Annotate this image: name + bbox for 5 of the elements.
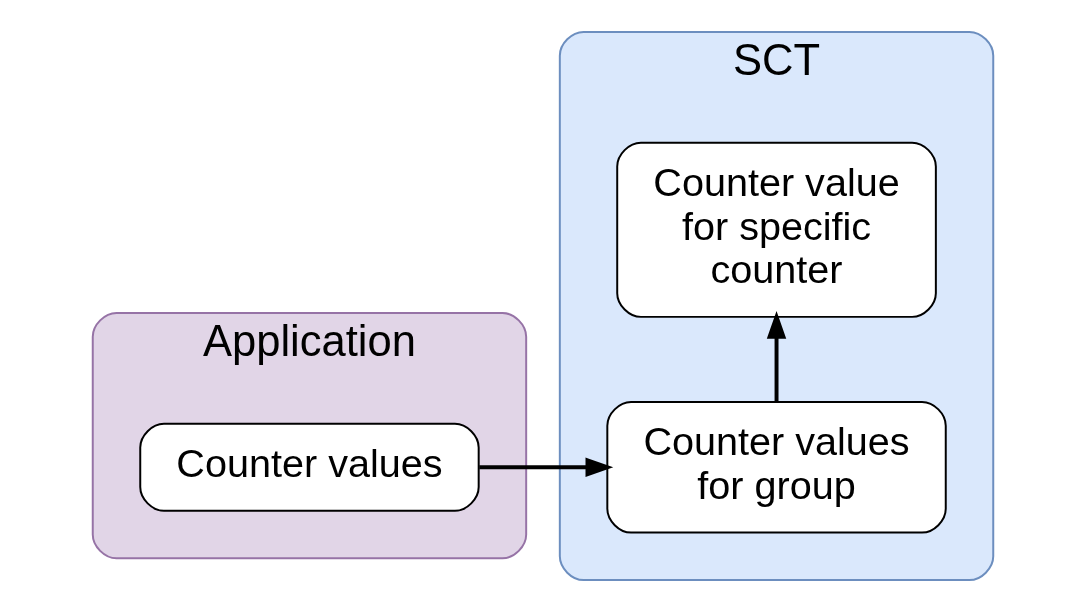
arrow	[766, 310, 787, 402]
node-box: Counter value for specific counter	[616, 141, 937, 318]
arrow	[479, 457, 614, 478]
node-box: Counter values	[139, 422, 480, 512]
node-box: Counter values for group	[606, 401, 947, 534]
